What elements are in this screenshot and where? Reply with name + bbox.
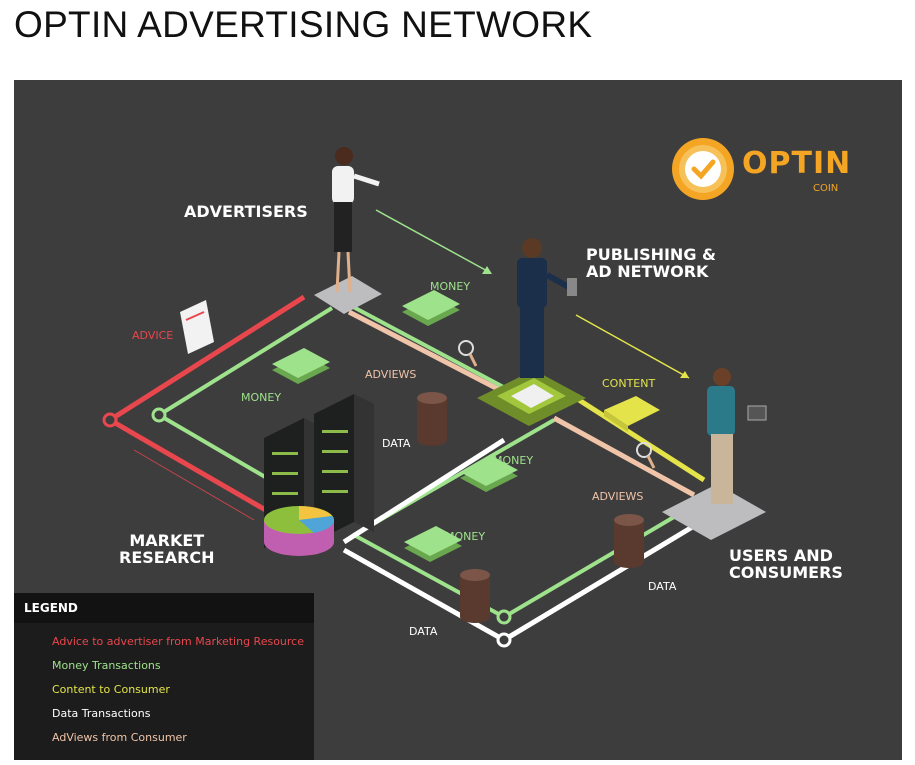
advice-flow-label: ADVICE (132, 329, 174, 342)
money-stack-icons (272, 290, 518, 562)
money-flow-label-bottom: MONEY (445, 530, 486, 543)
users-label: USERS AND CONSUMERS (729, 546, 843, 582)
legend-item-content: Content to Consumer (52, 683, 170, 696)
database-icons (417, 392, 644, 623)
magnifier-icons (458, 340, 656, 469)
consumer-figure (707, 368, 767, 504)
diagram-graphics (102, 147, 767, 648)
adviews-flow-lines (347, 309, 696, 498)
publishing-label: PUBLISHING & AD NETWORK (586, 245, 716, 281)
optin-coin-logo: OPTIN COIN (670, 136, 860, 206)
legend-item-adviews: AdViews from Consumer (52, 731, 187, 744)
legend-item-money: Money Transactions (52, 659, 161, 672)
market-pie-chart-icon (264, 506, 334, 556)
publisher-figure (517, 238, 577, 378)
data-flow-label-right: DATA (648, 580, 677, 593)
page-title: OPTIN ADVERTISING NETWORK (14, 4, 593, 45)
advice-flow-lines (102, 294, 306, 521)
content-flow-label: CONTENT (602, 377, 656, 390)
money-flow-label-left: MONEY (241, 391, 282, 404)
network-diagram: OPTIN COIN ADVERTISERS PUBLISHING & AD N… (14, 80, 902, 760)
advertisers-label: ADVERTISERS (184, 202, 308, 221)
data-flow-label-bottom: DATA (409, 625, 438, 638)
legend-item-advice: Advice to advertiser from Marketing Reso… (52, 635, 305, 648)
chip-platform (477, 370, 586, 426)
money-flow-lines (151, 300, 676, 625)
advice-document-icon (180, 300, 214, 354)
market-research-label: MARKET RESEARCH (119, 531, 215, 567)
adviews-flow-label-right: ADVIEWS (592, 490, 644, 503)
data-flow-label-center: DATA (382, 437, 411, 450)
content-book-icon (604, 396, 660, 432)
logo-sub: COIN (813, 183, 839, 194)
legend-title: LEGEND (14, 593, 314, 623)
logo-name: OPTIN (742, 146, 852, 181)
legend-box: LEGEND Advice to advertiser from Marketi… (14, 593, 314, 760)
users-platform (662, 484, 766, 540)
content-flow-line (575, 314, 706, 483)
legend-item-data: Data Transactions (52, 707, 151, 720)
advertiser-figure (332, 147, 380, 293)
money-flow-label-top: MONEY (430, 280, 471, 293)
money-flow-label-center: MONEY (493, 454, 534, 467)
coin-check-icon (672, 138, 734, 200)
adviews-flow-label-top: ADVIEWS (365, 368, 417, 381)
advertiser-platform (314, 276, 382, 314)
